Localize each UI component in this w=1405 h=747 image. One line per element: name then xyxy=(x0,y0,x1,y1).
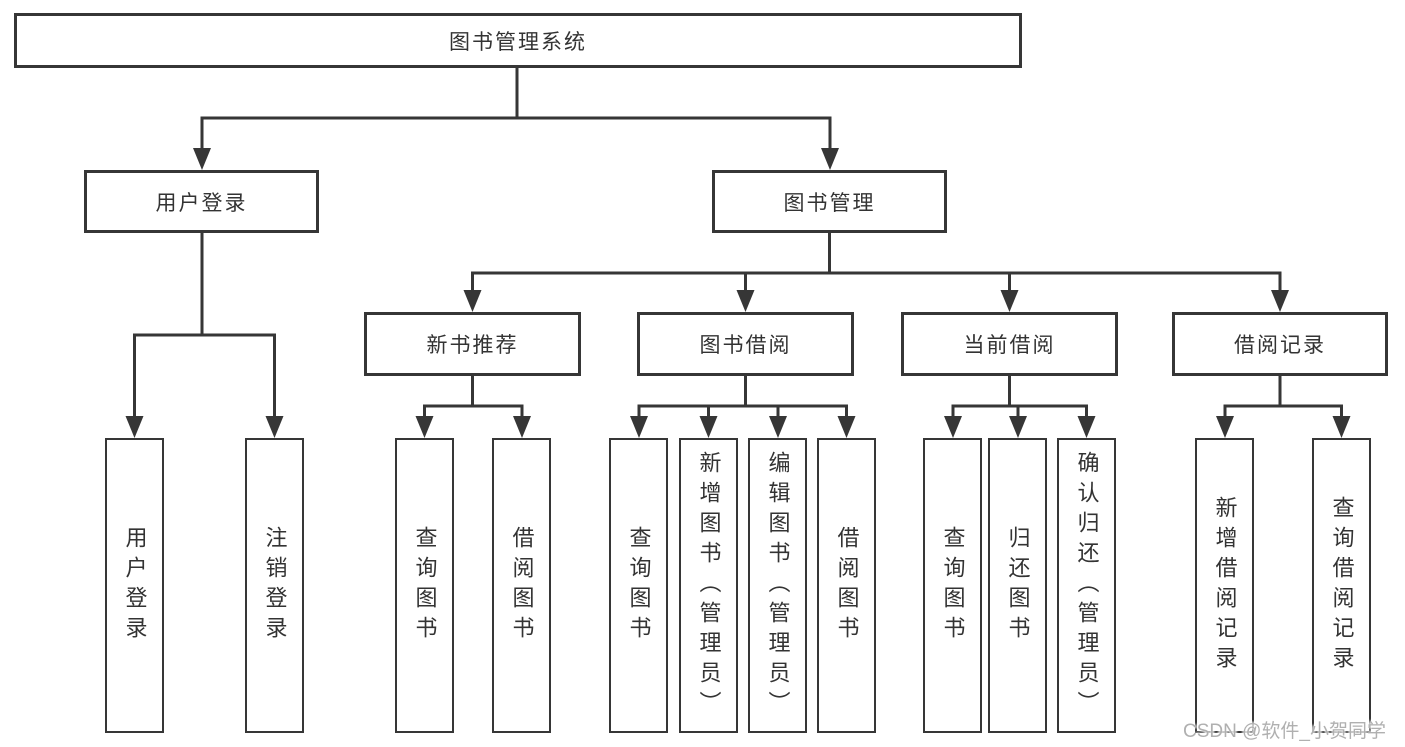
leaf-edit-book-admin: 编辑图书（管理员） xyxy=(748,438,807,733)
node-borrow-records: 借阅记录 xyxy=(1172,312,1388,376)
node-label: 新书推荐 xyxy=(426,334,519,357)
node-label: 当前借阅 xyxy=(963,334,1056,357)
node-label: 借阅记录 xyxy=(1234,334,1326,357)
leaf-query-books-borrow: 查询图书 xyxy=(609,438,668,733)
node-system-root: 图书管理系统 xyxy=(14,13,1022,68)
node-book-management: 图书管理 xyxy=(712,170,947,233)
node-label: 查询图书 xyxy=(412,525,438,646)
node-label: 图书借阅 xyxy=(699,334,792,357)
node-label: 新增图书（管理员） xyxy=(696,450,722,721)
node-label: 查询图书 xyxy=(940,525,966,646)
node-label: 查询图书 xyxy=(626,525,652,646)
node-label: 借阅图书 xyxy=(834,525,860,646)
node-label: 借阅图书 xyxy=(509,525,535,646)
leaf-borrow-books-recommend: 借阅图书 xyxy=(492,438,551,733)
node-label: 归还图书 xyxy=(1005,525,1031,646)
node-book-borrow: 图书借阅 xyxy=(637,312,854,376)
node-label: 确认归还（管理员） xyxy=(1074,450,1100,721)
csdn-watermark: CSDN @软件_小贺同学 xyxy=(1183,721,1386,742)
leaf-query-books-current: 查询图书 xyxy=(923,438,982,733)
leaf-borrow-book: 借阅图书 xyxy=(817,438,876,733)
leaf-logout: 注销登录 xyxy=(245,438,304,733)
leaf-confirm-return-admin: 确认归还（管理员） xyxy=(1057,438,1116,733)
node-label: 图书管理 xyxy=(783,191,876,215)
leaf-user-login: 用户登录 xyxy=(105,438,164,733)
node-user-login: 用户登录 xyxy=(84,170,319,233)
node-label: 查询借阅记录 xyxy=(1329,495,1355,676)
node-label: 注销登录 xyxy=(262,525,288,646)
node-label: 图书管理系统 xyxy=(449,30,587,54)
leaf-add-borrow-record: 新增借阅记录 xyxy=(1195,438,1254,733)
leaf-return-book: 归还图书 xyxy=(988,438,1047,733)
node-new-book-recommend: 新书推荐 xyxy=(364,312,581,376)
leaf-query-borrow-record: 查询借阅记录 xyxy=(1312,438,1371,733)
node-label: 用户登录 xyxy=(122,525,148,646)
leaf-query-books-recommend: 查询图书 xyxy=(395,438,454,733)
leaf-add-book-admin: 新增图书（管理员） xyxy=(679,438,738,733)
node-label: 用户登录 xyxy=(155,191,248,215)
node-current-borrow: 当前借阅 xyxy=(901,312,1118,376)
arrowheads xyxy=(125,148,1351,438)
node-label: 编辑图书（管理员） xyxy=(765,450,791,721)
node-label: 新增借阅记录 xyxy=(1212,495,1238,676)
